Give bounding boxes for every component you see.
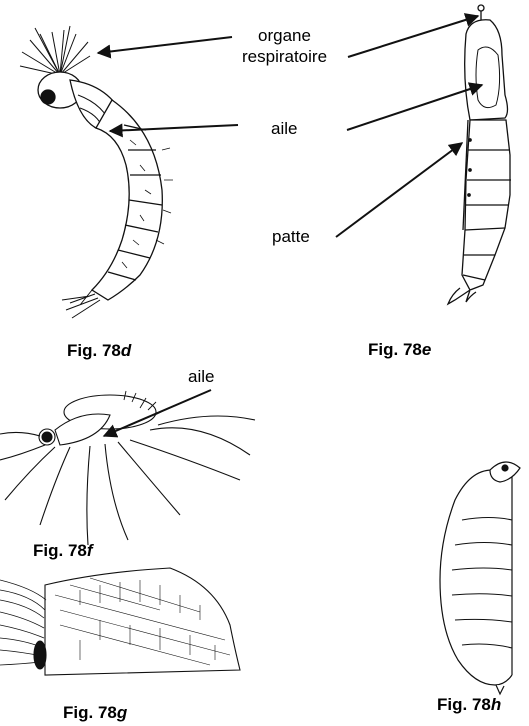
specimen-78f xyxy=(0,391,255,545)
caption-78h-letter: h xyxy=(491,695,501,714)
caption-78f: Fig. 78f xyxy=(33,541,93,561)
caption-78f-prefix: Fig. 78 xyxy=(33,541,87,560)
specimen-78h xyxy=(440,462,520,694)
specimen-78g xyxy=(0,568,240,675)
caption-78h-prefix: Fig. 78 xyxy=(437,695,491,714)
specimen-78d xyxy=(20,26,173,318)
caption-78d-letter: d xyxy=(121,341,131,360)
specimen-78e xyxy=(448,5,511,304)
label-patte: patte xyxy=(272,227,310,247)
arrow-aile-right xyxy=(347,85,482,130)
arrow-patte xyxy=(336,143,462,237)
caption-78h: Fig. 78h xyxy=(437,695,501,715)
caption-78e-prefix: Fig. 78 xyxy=(368,340,422,359)
caption-78g: Fig. 78g xyxy=(63,703,127,723)
caption-78e-letter: e xyxy=(422,340,431,359)
caption-78g-prefix: Fig. 78 xyxy=(63,703,117,722)
label-aile-f: aile xyxy=(188,367,214,387)
arrow-organe-right xyxy=(348,16,478,57)
caption-78e: Fig. 78e xyxy=(368,340,431,360)
label-respiratoire: respiratoire xyxy=(242,47,327,67)
respiratory-tuft xyxy=(20,26,90,75)
arrow-organe-left xyxy=(98,37,232,53)
label-aile-d: aile xyxy=(271,119,297,139)
label-organe: organe xyxy=(258,26,311,46)
caption-78d: Fig. 78d xyxy=(67,341,131,361)
caption-78d-prefix: Fig. 78 xyxy=(67,341,121,360)
caption-78g-letter: g xyxy=(117,703,127,722)
caption-78f-letter: f xyxy=(87,541,93,560)
